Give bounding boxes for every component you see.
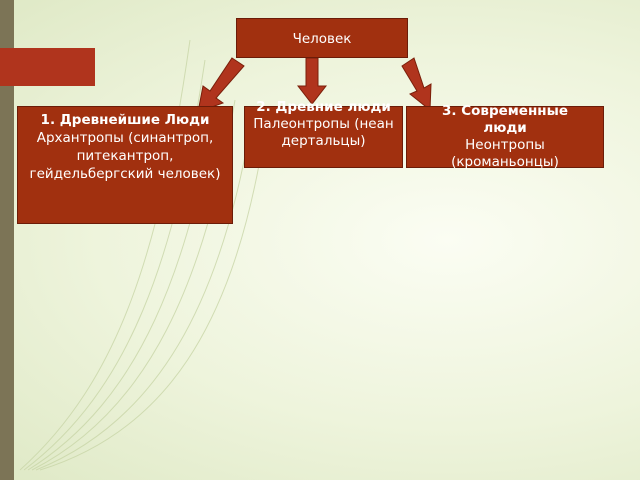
node-old-body: Палеонтропы (неандертальцы) — [253, 116, 394, 149]
arrow-center — [296, 57, 328, 105]
slide-sidebar — [0, 0, 14, 480]
node-old-title: 2. Древние люди — [256, 99, 391, 115]
node-modern: 3. Современные люди Неонтропы (кроманьон… — [406, 103, 604, 170]
node-modern-body: Неонтропы (кроманьонцы) — [451, 137, 559, 170]
node-ancient-body: Архантропы (синантроп, питекантроп, гейд… — [29, 130, 221, 182]
node-modern-title: 3. Современные люди — [442, 103, 568, 136]
root-label: Человек — [292, 31, 352, 47]
node-ancient: 1. Древнейшие Люди Архантропы (синантроп… — [17, 106, 233, 224]
arrow-left — [197, 57, 245, 113]
node-ancient-title: 1. Древнейшие Люди — [40, 112, 210, 128]
root-node: Человек — [236, 18, 408, 58]
node-old: 2. Древние люди Палеонтропы (неандерталь… — [244, 99, 403, 168]
arrow-right — [401, 57, 432, 112]
decorative-tab — [0, 48, 95, 86]
